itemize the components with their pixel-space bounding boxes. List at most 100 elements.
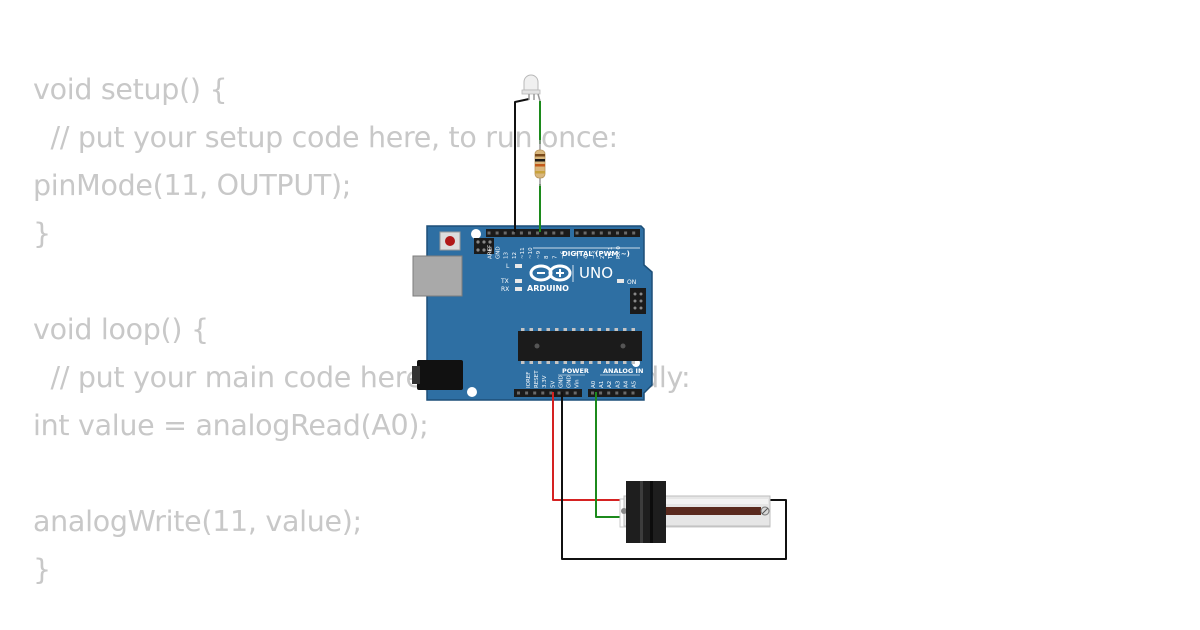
pin-hole[interactable]	[536, 231, 540, 235]
pin-label: A5	[632, 380, 638, 388]
pin-hole[interactable]	[631, 391, 635, 395]
power-label: POWER	[562, 367, 589, 375]
rx-led	[515, 287, 522, 291]
pin-hole[interactable]	[615, 391, 619, 395]
chip-leg	[623, 361, 627, 364]
pin-hole[interactable]	[607, 231, 611, 235]
usb-port-icon	[412, 255, 463, 297]
pin-hole[interactable]	[607, 391, 611, 395]
pin-hole[interactable]	[599, 391, 603, 395]
pin-hole[interactable]	[624, 231, 628, 235]
pin-hole[interactable]	[519, 231, 523, 235]
slide-potentiometer-icon[interactable]	[619, 481, 771, 543]
wire-gnd[interactable]	[561, 392, 787, 560]
analog-label: ANALOG IN	[603, 367, 643, 375]
pin-label: ~11	[520, 247, 526, 259]
pin-hole[interactable]	[503, 231, 507, 235]
chip-leg	[529, 361, 533, 364]
brand-label: ARDUINO	[527, 284, 569, 293]
led-icon[interactable]	[521, 74, 541, 102]
wire-5v[interactable]	[552, 392, 628, 501]
chip-leg	[614, 361, 618, 364]
pin-hole[interactable]	[528, 231, 531, 235]
pin-label: ~10	[528, 247, 534, 259]
pin-hole[interactable]	[560, 231, 564, 235]
pin-hole[interactable]	[583, 231, 587, 235]
chip-leg	[529, 328, 533, 331]
pin-label: 8	[544, 255, 550, 259]
code-line: // put your setup code here, to run once…	[33, 121, 619, 154]
pin-hole[interactable]	[573, 391, 577, 395]
chip-leg	[589, 328, 593, 331]
chip-leg	[555, 328, 559, 331]
chip-leg	[563, 361, 567, 364]
pin-hole[interactable]	[552, 231, 556, 235]
chip-leg	[623, 328, 627, 331]
pin-label: 7	[552, 255, 558, 259]
pin-label: 12	[512, 252, 518, 259]
chip-leg	[614, 328, 618, 331]
pin-label: RESET	[534, 370, 540, 388]
pin-hole[interactable]	[533, 391, 537, 395]
pin-label: 4	[584, 255, 590, 259]
chip-leg	[597, 328, 601, 331]
chip-leg	[606, 328, 610, 331]
model-label: UNO	[579, 264, 613, 282]
slider-track	[655, 507, 761, 515]
analog-header	[588, 389, 642, 397]
digital-label: DIGITAL (PWM ~)	[562, 250, 630, 258]
slider-knob[interactable]	[626, 481, 666, 543]
pin-label: A1	[599, 381, 605, 388]
chip-leg	[572, 328, 576, 331]
pin-hole[interactable]	[495, 231, 499, 235]
chip-leg	[521, 328, 525, 331]
icsp-header	[630, 288, 646, 314]
pin-hole[interactable]	[616, 231, 619, 235]
pin-label: ~9	[536, 250, 542, 259]
pin-hole[interactable]	[517, 391, 520, 395]
wire-a0[interactable]	[595, 392, 628, 518]
chip-leg	[563, 328, 567, 331]
chip-leg	[631, 328, 635, 331]
chip-leg	[597, 361, 601, 364]
chip-leg	[580, 361, 584, 364]
l-led	[515, 264, 522, 268]
wires	[514, 98, 787, 560]
pin-label: ~6	[560, 250, 566, 259]
pin-hole[interactable]	[575, 231, 579, 235]
pin-hole[interactable]	[541, 391, 545, 395]
arduino-logo-icon	[529, 264, 572, 282]
chip-leg	[521, 361, 525, 364]
pin-label: A4	[623, 380, 629, 388]
chip-leg	[546, 328, 550, 331]
code-line: void setup() {	[33, 73, 228, 106]
pin-label: A0	[591, 380, 597, 388]
resistor-icon[interactable]	[534, 140, 546, 186]
pin-hole[interactable]	[525, 391, 529, 395]
pin-hole[interactable]	[623, 391, 627, 395]
pin-label: GND	[558, 375, 564, 388]
wire-led-gnd[interactable]	[514, 98, 530, 232]
pin-hole[interactable]	[557, 391, 561, 395]
pin-hole[interactable]	[511, 231, 515, 235]
pin-label: RX 0	[616, 246, 622, 259]
pin-hole[interactable]	[591, 231, 595, 235]
pin-hole[interactable]	[591, 391, 594, 395]
pin-label: 13	[504, 252, 510, 259]
pin-label: GND	[567, 375, 573, 388]
pin-label: ~5	[576, 250, 582, 259]
pin-hole[interactable]	[565, 391, 569, 395]
code-line: int value = analogRead(A0);	[33, 409, 429, 442]
pin-hole[interactable]	[487, 231, 491, 235]
code-line: void loop() {	[33, 313, 209, 346]
pin-label: TX 1	[608, 247, 614, 260]
pin-hole[interactable]	[599, 231, 603, 235]
code-line: }	[33, 217, 51, 250]
pin-hole[interactable]	[632, 231, 636, 235]
pin-hole[interactable]	[549, 391, 553, 395]
pin-hole[interactable]	[544, 231, 548, 235]
on-led	[617, 279, 624, 283]
pin-label: AREF	[488, 245, 494, 259]
rx-led-label: RX	[501, 286, 509, 293]
